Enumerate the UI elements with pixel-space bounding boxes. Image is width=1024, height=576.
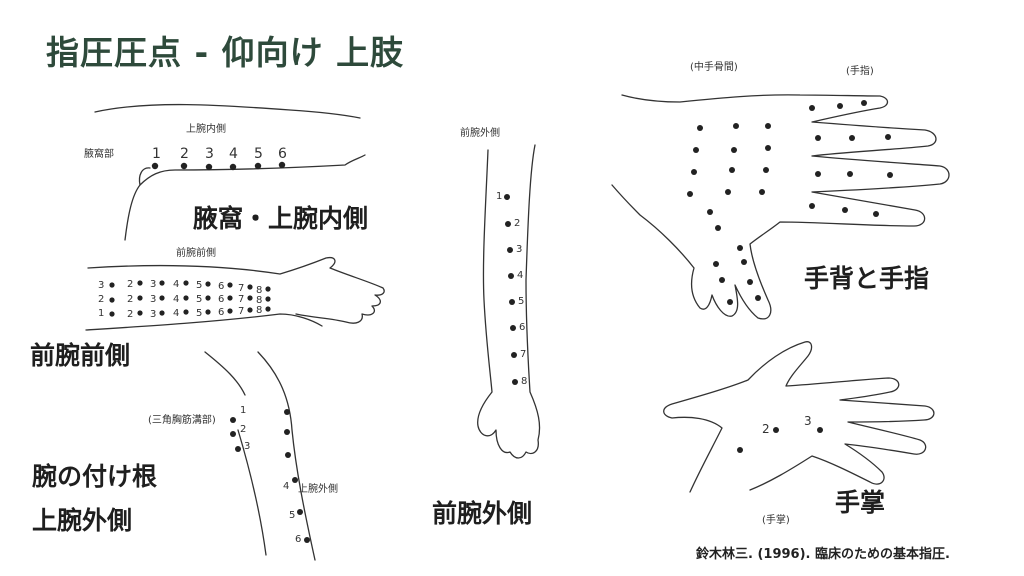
upper-arm-outer-figure [204,351,316,561]
region-armpit-upper-inner: 腋窩・上腕内側 [193,204,369,233]
point-number: 3 [205,146,214,162]
svg-text:4: 4 [173,294,179,305]
point-number: 6 [295,534,302,545]
point-number: 1 [152,146,161,162]
forearm-front-figure: 321 222 333 444 555 666 777 888 [85,256,385,331]
svg-text:4: 4 [173,308,179,319]
svg-text:7: 7 [238,306,244,317]
point-number: 5 [289,510,296,521]
point-number: 6 [519,322,526,333]
point-number: 3 [804,414,812,428]
metacarpal-label: (中手骨間) [690,62,738,73]
svg-text:5: 5 [196,280,202,291]
svg-text:6: 6 [218,294,224,305]
svg-text:2: 2 [127,294,133,305]
point-number: 4 [283,481,290,492]
svg-text:4: 4 [173,279,179,290]
point-number: 8 [521,376,528,387]
hand-back-figure [611,94,950,320]
point-number: 4 [517,270,524,281]
forearm-outer-figure [477,144,541,459]
region-forearm-outer: 前腕外側 [432,499,533,528]
svg-text:8: 8 [256,305,262,316]
svg-text:1: 1 [98,308,104,319]
armpit-label: 腋窩部 [84,149,114,160]
region-hand-back: 手背と手指 [804,264,930,293]
fingers-label: (手指) [846,66,874,77]
svg-text:2: 2 [127,309,133,320]
point-number: 1 [240,405,247,416]
region-forearm-front: 前腕前側 [30,341,131,370]
svg-text:8: 8 [256,285,262,296]
svg-text:3: 3 [150,279,156,290]
upper-arm-inner-figure [94,103,366,241]
point-number: 3 [516,244,523,255]
point-number: 4 [229,146,238,162]
point-number: 2 [180,146,189,162]
point-number: 5 [518,296,525,307]
region-palm: 手掌 [835,488,886,517]
forearm-front-label: 前腕前側 [176,248,216,259]
svg-text:7: 7 [238,294,244,305]
point-number: 5 [254,146,263,162]
svg-text:2: 2 [127,279,133,290]
palm-label: (手掌) [762,515,790,526]
svg-text:5: 5 [196,294,202,305]
upper-inner-label: 上腕内側 [186,124,226,135]
svg-text:6: 6 [218,281,224,292]
point-number: 3 [244,441,251,452]
source-credit: 鈴木林三. (1996). 臨床のための基本指圧. [696,547,950,562]
deltoid-groove-label: (三角胸筋溝部) [148,415,216,426]
page-title: 指圧圧点 - 仰向け 上肢 [46,33,405,72]
upper-outer-label: 上腕外側 [298,484,338,495]
svg-text:6: 6 [218,307,224,318]
point-number: 2 [240,424,247,435]
point-number: 7 [520,349,527,360]
svg-text:3: 3 [98,280,104,291]
svg-text:3: 3 [150,309,156,320]
svg-text:5: 5 [196,308,202,319]
region-shoulder-line2: 上腕外側 [32,506,133,535]
palm-figure [663,341,935,493]
point-number: 1 [496,191,503,202]
svg-text:3: 3 [150,294,156,305]
point-number: 2 [514,218,521,229]
point-number: 6 [278,146,287,162]
region-shoulder-line1: 腕の付け根 [32,462,158,491]
svg-text:7: 7 [238,283,244,294]
svg-text:8: 8 [256,295,262,306]
point-number: 2 [762,422,770,436]
forearm-outer-label: 前腕外側 [460,128,500,139]
svg-text:2: 2 [98,294,104,305]
